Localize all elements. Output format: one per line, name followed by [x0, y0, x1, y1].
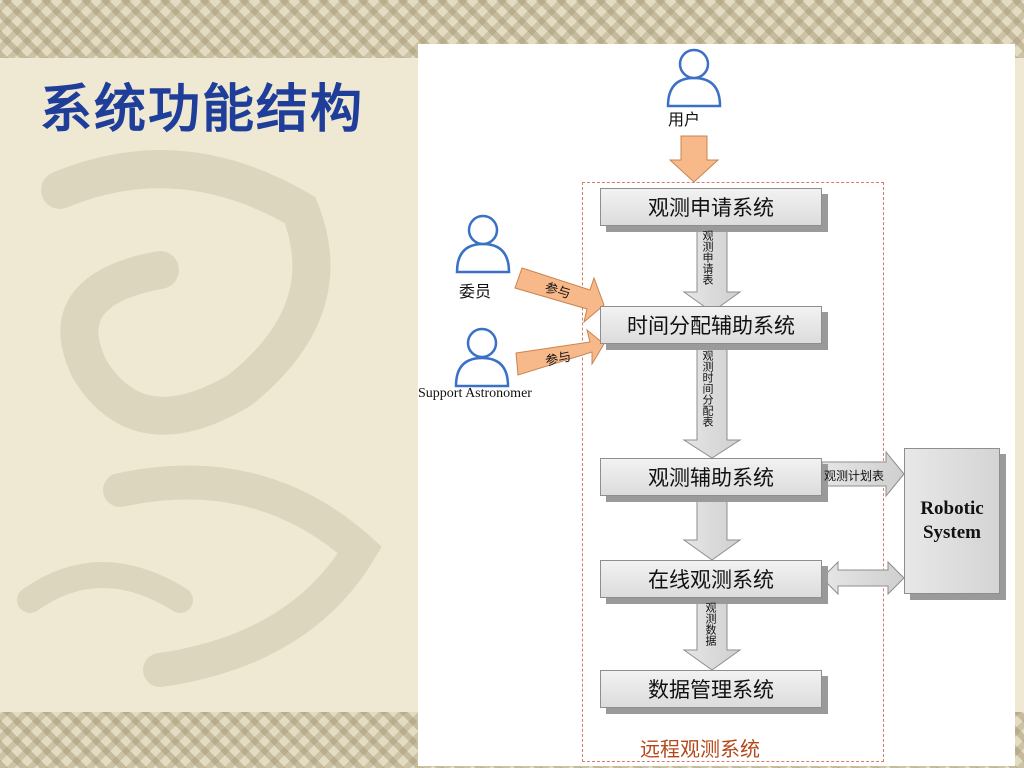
robotic-line2: System	[922, 522, 982, 543]
top-border-ornament	[0, 0, 1024, 58]
online-to-data-arrow	[682, 597, 742, 671]
time-allocation-system: 时间分配辅助系统	[600, 306, 822, 344]
assist-to-online-arrow	[682, 495, 742, 561]
assist-to-robotic-arrow	[821, 450, 905, 498]
apply-to-schedule-arrow	[682, 225, 742, 313]
committee-actor-icon	[455, 214, 511, 274]
observation-assist-system: 观测辅助系统	[600, 458, 822, 496]
committee-participate-arrow	[514, 267, 605, 324]
observation-application-system: 观测申请系统	[600, 188, 822, 226]
online-robotic-bidirectional-arrow	[821, 560, 905, 596]
support-astronomer-label: Support Astronomer	[418, 386, 532, 401]
schedule-to-assist-arrow	[682, 343, 742, 459]
support-participate-arrow	[515, 328, 605, 376]
user-label: 用户	[668, 112, 701, 129]
data-management-system: 数据管理系统	[600, 670, 822, 708]
robotic-line1: Robotic	[920, 498, 984, 519]
application-table-label: 观测申请表	[701, 230, 714, 285]
online-observation-system: 在线观测系统	[600, 560, 822, 598]
user-actor-icon	[666, 48, 722, 108]
plan-table-label: 观测计划表	[824, 469, 885, 483]
robotic-system-box: Robotic System	[904, 448, 1000, 594]
support-actor-icon	[454, 327, 510, 388]
calligraphy-watermark	[17, 150, 382, 687]
slide-title: 系统功能结构	[40, 80, 365, 140]
committee-label: 委员	[459, 284, 492, 301]
boundary-label: 远程观测系统	[640, 737, 760, 761]
allocation-table-label: 观测时间分配表	[701, 350, 714, 427]
observation-data-label: 观测数据	[704, 602, 717, 646]
user-to-apply-arrow	[668, 135, 720, 183]
